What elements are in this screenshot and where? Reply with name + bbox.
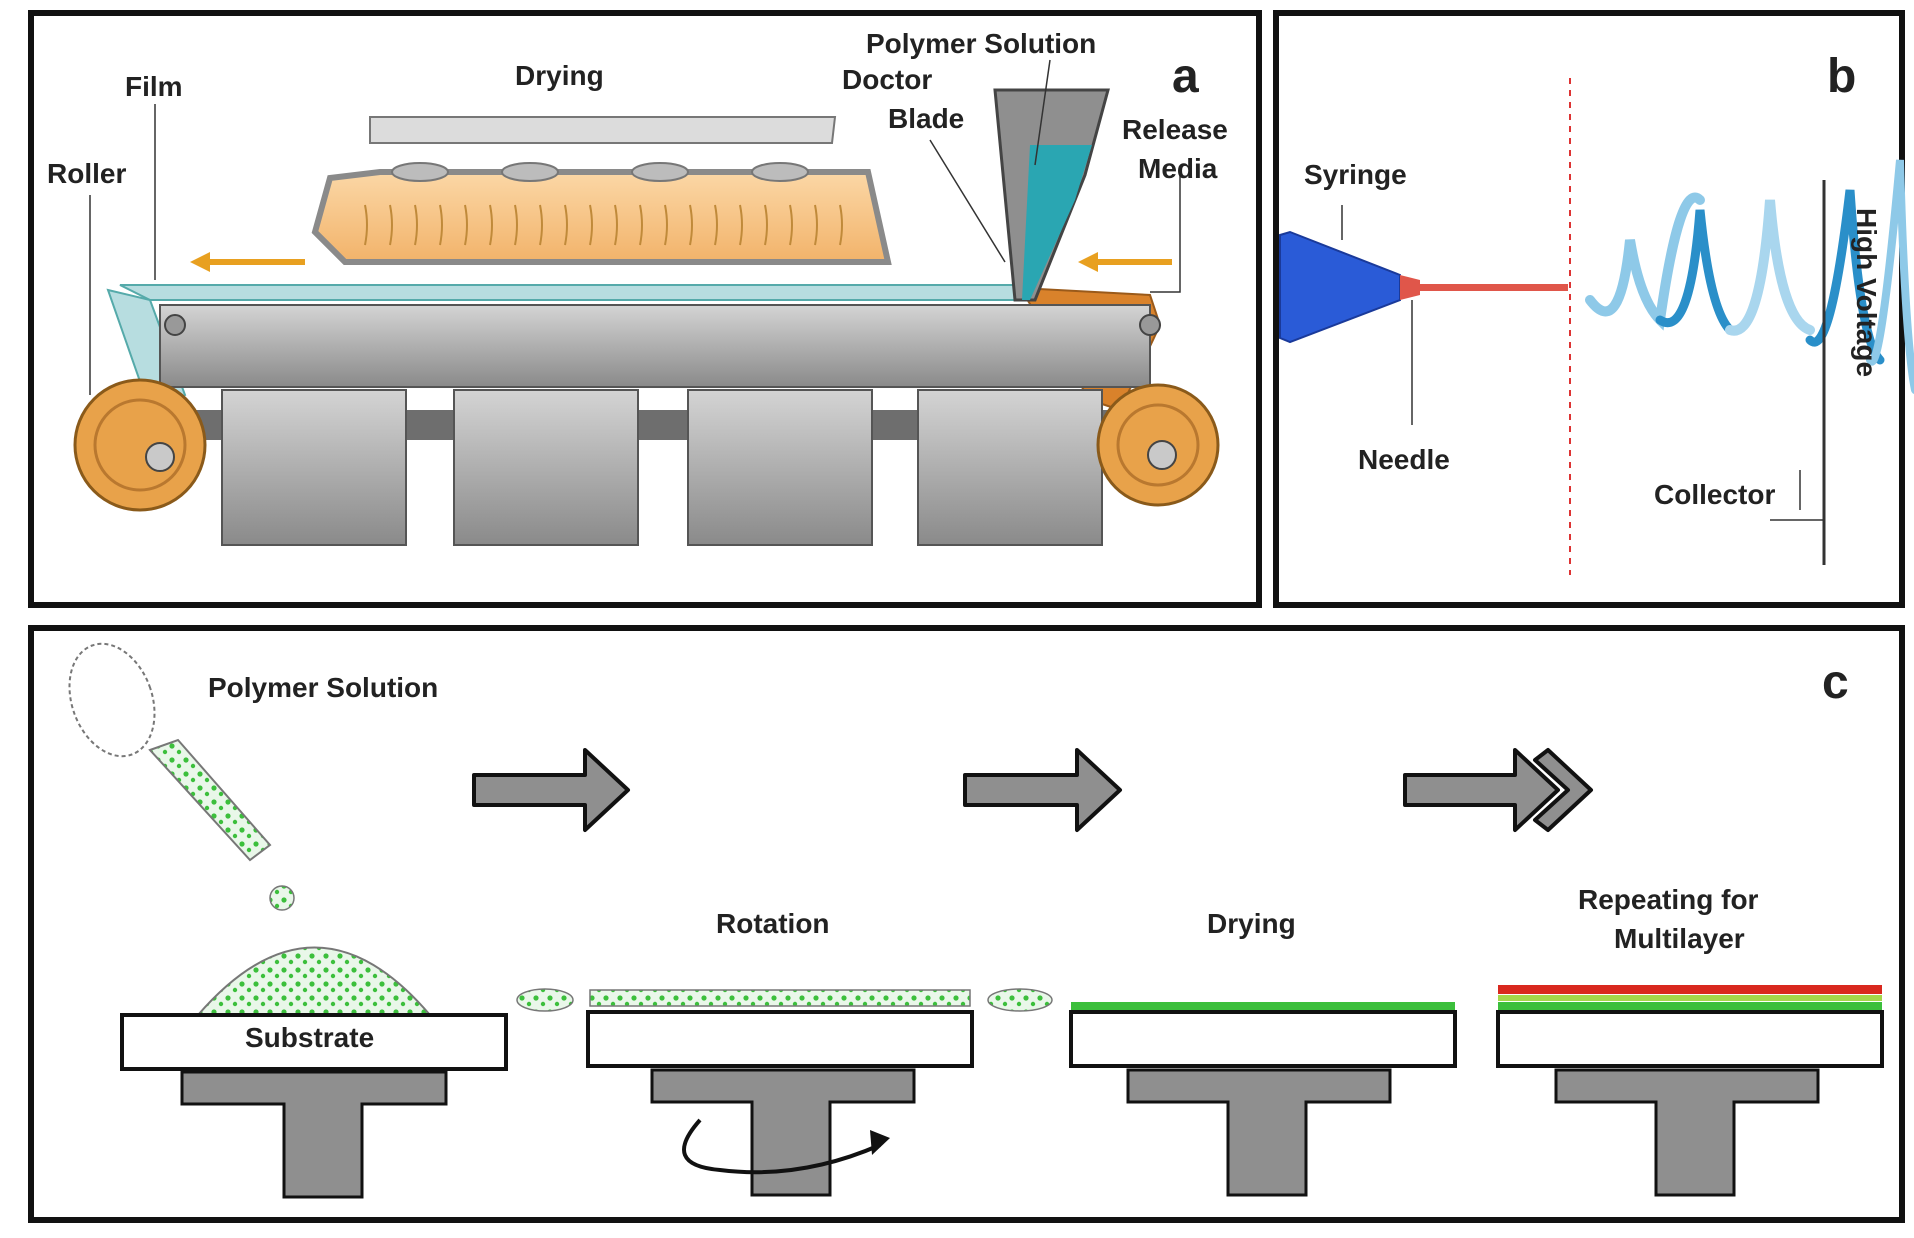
stage-drying <box>1069 1002 1457 1197</box>
layer-red <box>1498 985 1882 994</box>
layer-yellow-green <box>1498 995 1882 1001</box>
dryer-top-plate <box>369 116 837 144</box>
film-direction-arrow-icon <box>190 252 305 272</box>
dropper-icon <box>68 642 295 911</box>
support-leg <box>221 389 407 546</box>
stage-deposition <box>120 946 508 1199</box>
dryer-nozzles <box>391 162 809 182</box>
panel-c: Polymer Solution Substrate Rotation Dryi… <box>28 625 1905 1223</box>
substrate <box>586 1010 974 1068</box>
substrate <box>1496 1010 1884 1068</box>
spin-off-droplet <box>516 988 574 1012</box>
label-polymer-solution: Polymer Solution <box>866 28 1096 59</box>
repeat-arrow-icon <box>1533 748 1593 832</box>
process-arrow-icon <box>1403 748 1560 832</box>
support-leg <box>453 389 639 546</box>
panel-letter-a: a <box>1172 50 1199 103</box>
dryer-hood <box>311 169 892 265</box>
release-direction-arrow-icon <box>1078 252 1172 272</box>
bolt <box>1139 314 1161 336</box>
panel-letter-b: b <box>1827 50 1856 103</box>
label-roller: Roller <box>47 158 126 189</box>
film-belt <box>119 284 1031 301</box>
label-rotation: Rotation <box>716 908 830 939</box>
label-high-voltage: High Voltage <box>1851 208 1882 377</box>
spread-film <box>589 989 971 1007</box>
label-needle: Needle <box>1358 444 1450 475</box>
substrate <box>1069 1010 1457 1068</box>
spin-off-droplet <box>987 988 1053 1012</box>
label-syringe: Syringe <box>1304 159 1407 190</box>
label-repeating-line1: Repeating for <box>1578 884 1759 915</box>
panel-a: Film Drying Polymer Solution Doctor Blad… <box>28 10 1262 608</box>
panel-b-frame <box>1273 10 1905 608</box>
panel-letter-c: c <box>1822 656 1849 709</box>
fiber-jets <box>1585 159 1914 394</box>
substrate <box>120 1013 508 1071</box>
dry-film-layer <box>1071 1002 1455 1010</box>
process-arrow-icon <box>472 748 630 832</box>
conveyor-frame <box>159 304 1151 388</box>
leader-lines <box>89 59 1181 395</box>
panel-b-leader-lines <box>1341 205 1824 521</box>
polymer-solution-fill <box>1022 145 1092 300</box>
drying-heat-lines <box>364 204 843 246</box>
label-blade: Blade <box>888 103 964 134</box>
stage-multilayer <box>1496 985 1884 1197</box>
right-roller <box>1096 383 1220 507</box>
spin-chuck <box>1554 1068 1820 1197</box>
rotation-arrow-icon <box>682 1118 881 1175</box>
spin-chuck <box>1126 1068 1392 1197</box>
label-drying-c: Drying <box>1207 908 1296 939</box>
polymer-droplet <box>195 946 433 1016</box>
left-roller <box>73 378 207 512</box>
needle-tip <box>1400 275 1420 300</box>
support-leg <box>917 389 1103 546</box>
needle-icon <box>1420 284 1568 291</box>
label-polymer-solution-c: Polymer Solution <box>208 672 438 703</box>
label-doctor: Doctor <box>842 64 932 95</box>
panel-b: Syringe Needle Collector High Voltage b <box>1273 10 1914 608</box>
bolt <box>164 314 186 336</box>
label-collector: Collector <box>1654 479 1775 510</box>
label-substrate: Substrate <box>245 1022 374 1053</box>
label-drying: Drying <box>515 60 604 91</box>
spin-chuck <box>180 1070 448 1199</box>
support-leg <box>687 389 873 546</box>
process-arrow-icon <box>963 748 1122 832</box>
label-film: Film <box>125 71 183 102</box>
label-media: Media <box>1138 153 1218 184</box>
stage-rotation <box>516 988 1053 1197</box>
spin-chuck <box>650 1068 916 1197</box>
label-repeating-line2: Multilayer <box>1614 923 1745 954</box>
label-release: Release <box>1122 114 1228 145</box>
layer-green <box>1498 1002 1882 1010</box>
